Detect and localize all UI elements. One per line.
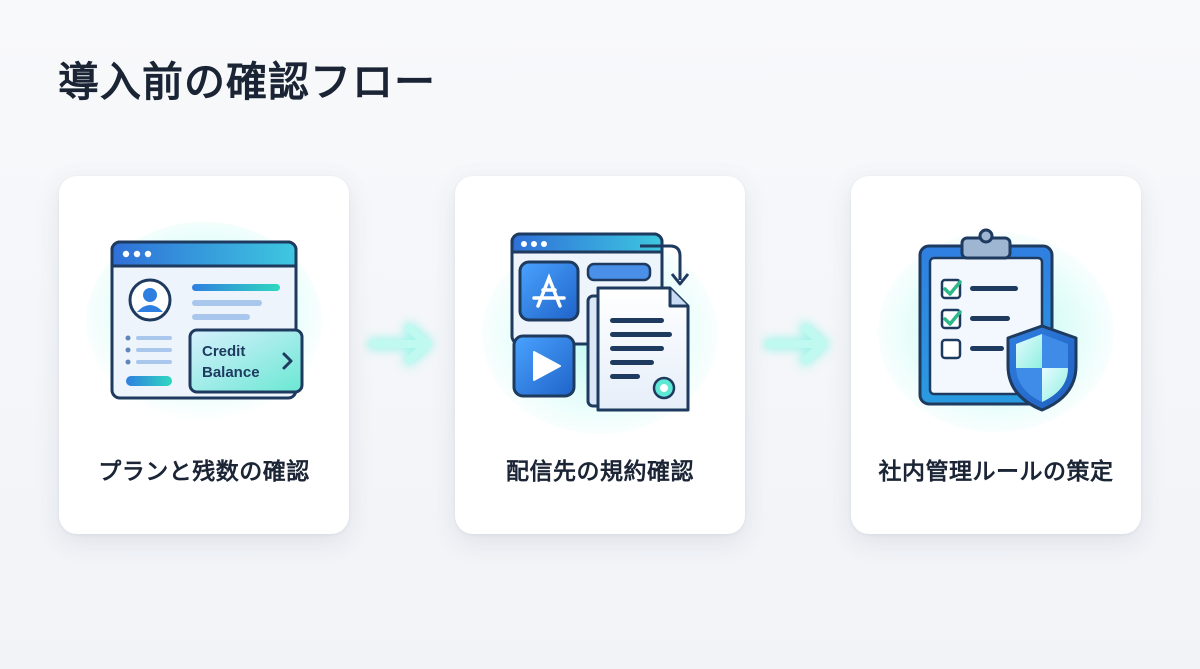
arrow-right-icon xyxy=(367,322,433,366)
clipboard-checklist-shield-icon xyxy=(878,228,1114,432)
app-store-terms-document-icon xyxy=(482,232,718,434)
step-card-distribution-terms: 配信先の規約確認 xyxy=(455,176,745,534)
badge-balance-text: Balance xyxy=(202,364,260,381)
arrow-right-icon xyxy=(763,322,829,366)
badge-credit-text: Credit xyxy=(202,343,245,360)
credit-balance-dashboard-icon: Credit Balance xyxy=(86,222,322,422)
step-label-plan-balance: プランと残数の確認 xyxy=(98,459,310,485)
step-label-distribution-terms: 配信先の規約確認 xyxy=(506,459,694,485)
page-title: 導入前の確認フロー xyxy=(58,58,436,106)
step-card-internal-rules: 社内管理ルールの策定 xyxy=(851,176,1141,534)
step-card-plan-balance: Credit Balance プランと残数の確認 xyxy=(59,176,349,534)
step-label-internal-rules: 社内管理ルールの策定 xyxy=(878,459,1114,485)
